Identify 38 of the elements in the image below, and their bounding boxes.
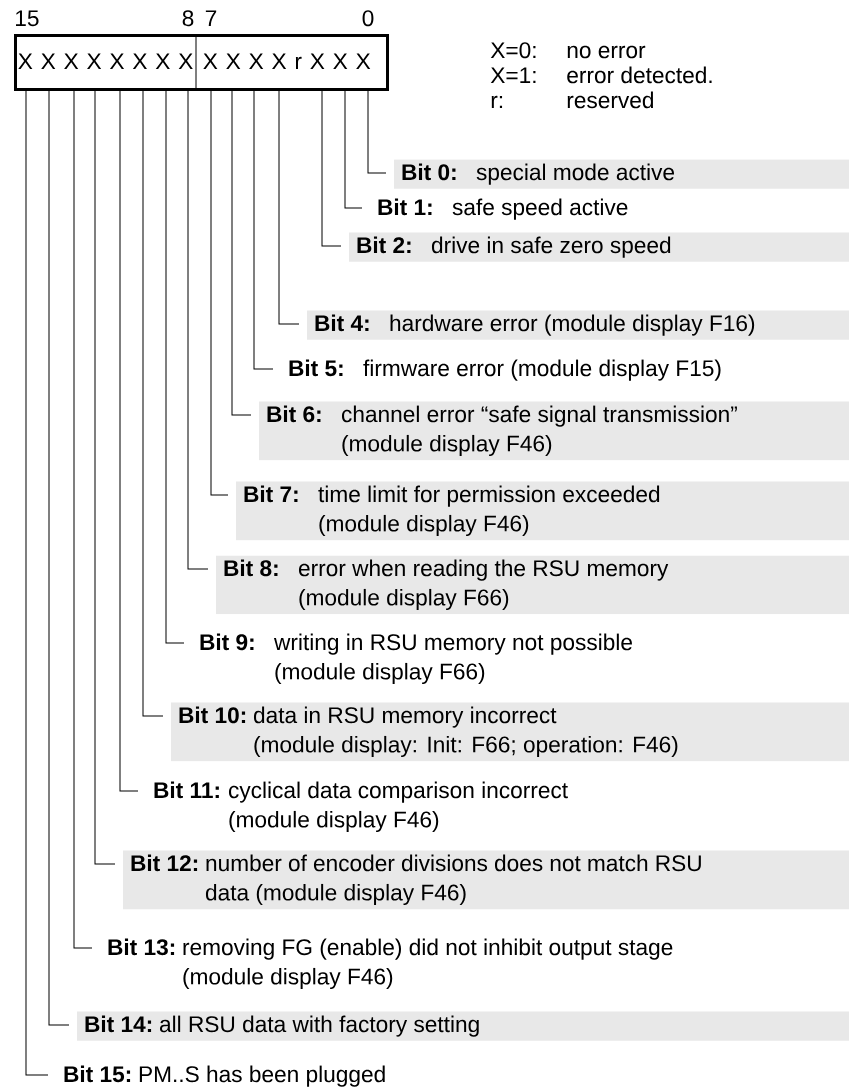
legend-text: error detected. <box>567 66 712 84</box>
leader-line <box>367 90 387 174</box>
shaded-description-box: Bit 12: number of encoder divisions does not match RSU data (module display F46) <box>123 850 849 910</box>
shaded-description-box: Bit 0: special mode active <box>394 159 849 189</box>
bit-values: X X X X X X X X <box>18 53 193 69</box>
leader-line <box>73 90 93 949</box>
bit-description: Bit 11: cyclical data comparison incorrect (module display F46) <box>154 781 568 833</box>
shaded-description-box: Bit 8: error when reading the RSU memory (module display F66) <box>216 555 849 615</box>
bit-values: X X X X r X X X <box>203 53 371 69</box>
shaded-description-box: Bit 10: data in RSU memory incorrect (module display: Init: F66; operation: F46) <box>171 702 849 762</box>
leader-line <box>344 90 363 209</box>
legend-text: no error <box>567 45 646 59</box>
legend-text: reserved <box>567 91 653 109</box>
legend-text: r: <box>491 95 503 108</box>
leader-line <box>25 90 49 1076</box>
bit-description: Bit 1: safe speed active <box>378 198 628 220</box>
bit-description: Bit 9: writing in RSU memory not possible (module display F66) <box>200 633 632 685</box>
legend-text: X=0: <box>490 42 536 59</box>
leader-line <box>278 90 300 325</box>
leader-line <box>187 90 209 570</box>
bit-description: Bit 15: PM..S has been plugged <box>64 1065 385 1087</box>
leader-line <box>210 90 229 496</box>
leader-line <box>48 90 70 1026</box>
shaded-description-box: Bit 6: channel error “safe signal transmission” (module display F46) <box>259 401 849 461</box>
shaded-description-box: Bit 2: drive in safe zero speed <box>349 232 849 262</box>
leader-line <box>165 90 185 644</box>
leader-line <box>119 90 139 792</box>
legend-text: X=1: <box>490 67 536 83</box>
leader-line <box>94 90 116 865</box>
bit-description: Bit 13: removing FG (enable) did not inhibit output stage (module display F46) <box>108 938 673 990</box>
leader-line <box>231 90 252 416</box>
shaded-description-box: Bit 7: time limit for permission exceeded (module display F46) <box>236 481 849 541</box>
bit-description: Bit 5: firmware error (module display F15) <box>289 359 721 381</box>
shaded-description-box: Bit 4: hardware error (module display F16) <box>307 310 849 340</box>
leader-line <box>321 90 342 247</box>
leader-line <box>253 90 274 370</box>
shaded-description-box: Bit 14: all RSU data with factory setting <box>77 1011 849 1041</box>
leader-line <box>142 90 164 717</box>
